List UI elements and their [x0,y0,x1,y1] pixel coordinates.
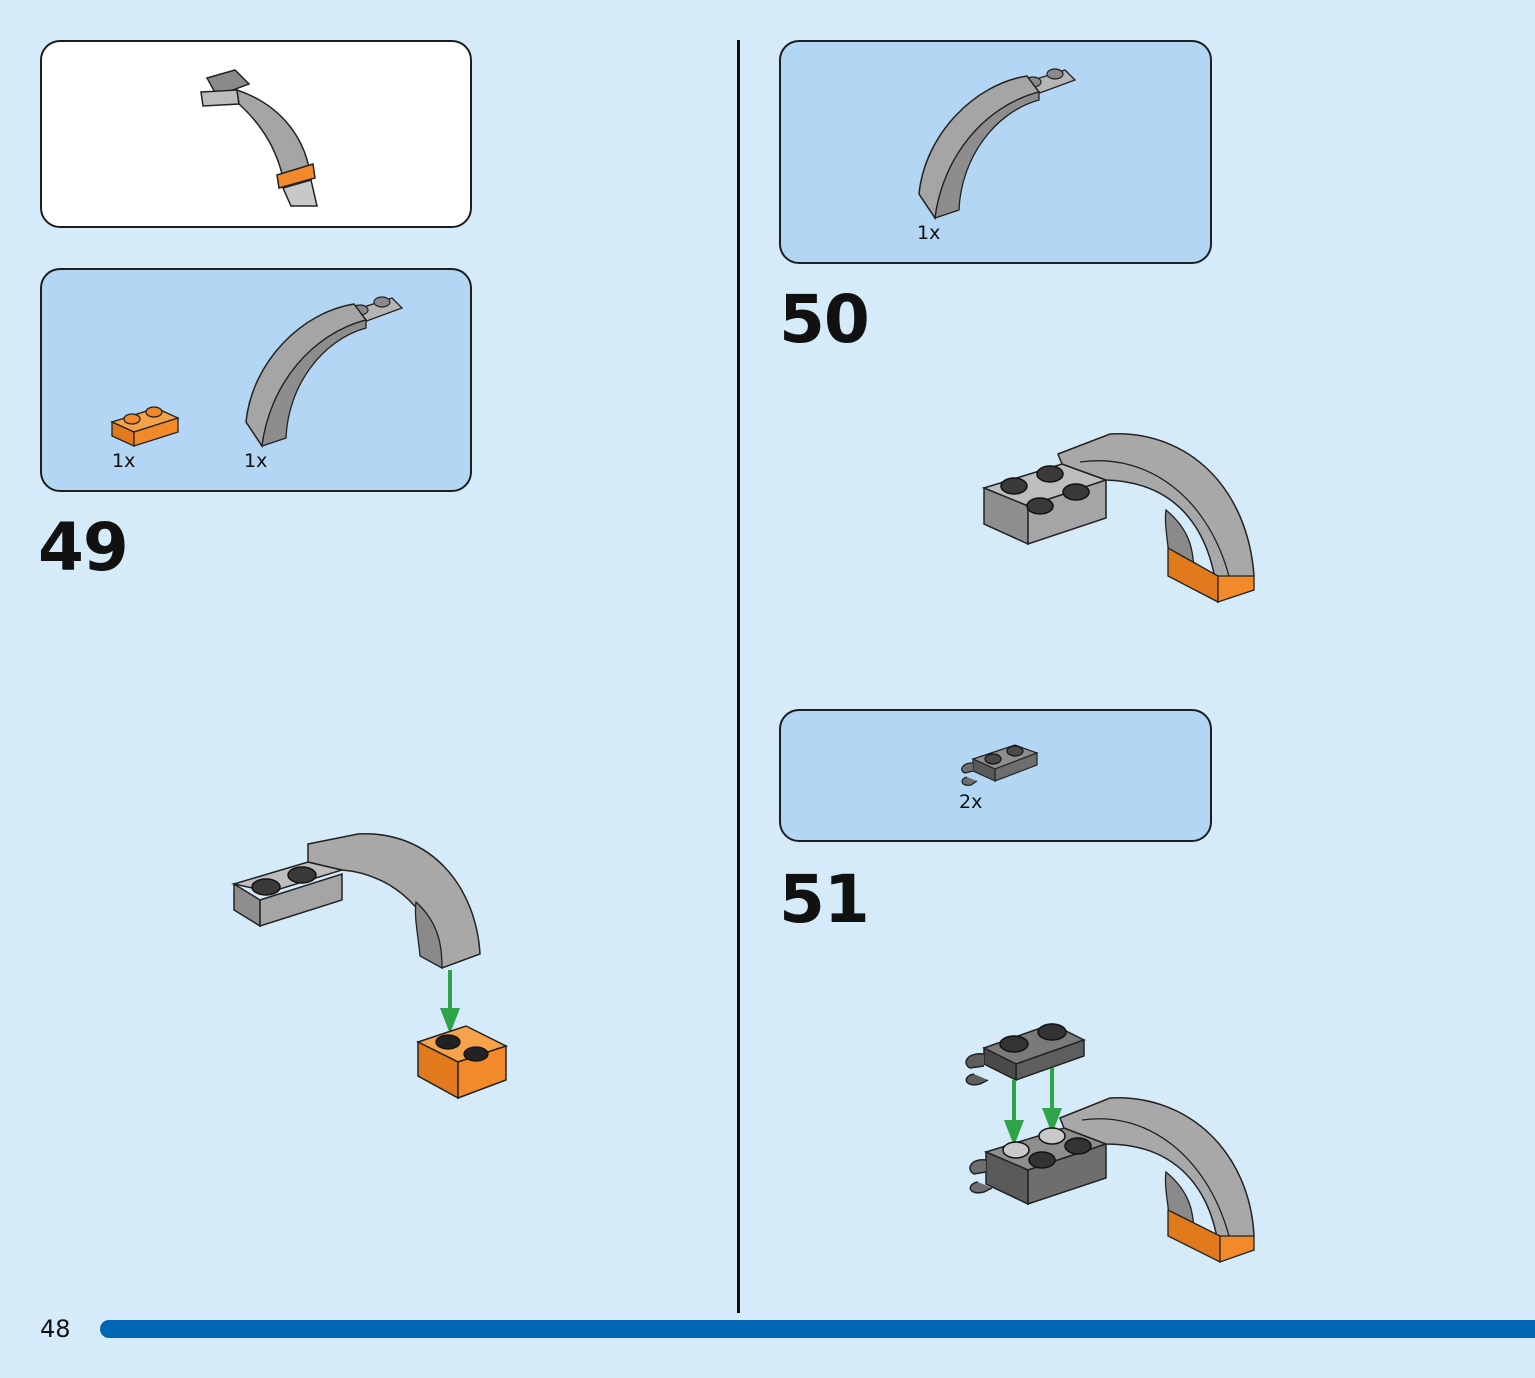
page-number: 48 [40,1315,71,1343]
dark-gray-clip-plate-icon [961,744,1039,786]
step-number: 51 [779,861,870,938]
part-quantity: 1x [112,450,136,472]
step-number: 49 [38,509,129,586]
subassembly-callout [40,40,472,228]
curved-arch-subassembly-icon [200,69,318,207]
step-number: 50 [779,281,870,358]
gray-arch-curve-icon [918,68,1077,221]
step-49-parts-callout: 1x 1x [40,268,472,492]
step-51-build-illustration [965,1023,1255,1264]
gray-arch-curve-icon [245,296,404,449]
step-50-parts-callout: 1x [779,40,1212,264]
page-progress-bar [100,1320,1535,1338]
step-50-build-illustration [981,433,1255,604]
part-quantity: 2x [959,791,983,813]
step-51-parts-callout: 2x [779,709,1212,842]
part-quantity: 1x [244,450,268,472]
orange-plate-1x2-icon [110,406,180,448]
part-quantity: 1x [917,222,941,244]
step-49-build-illustration [231,833,508,1100]
column-divider [737,40,740,1313]
